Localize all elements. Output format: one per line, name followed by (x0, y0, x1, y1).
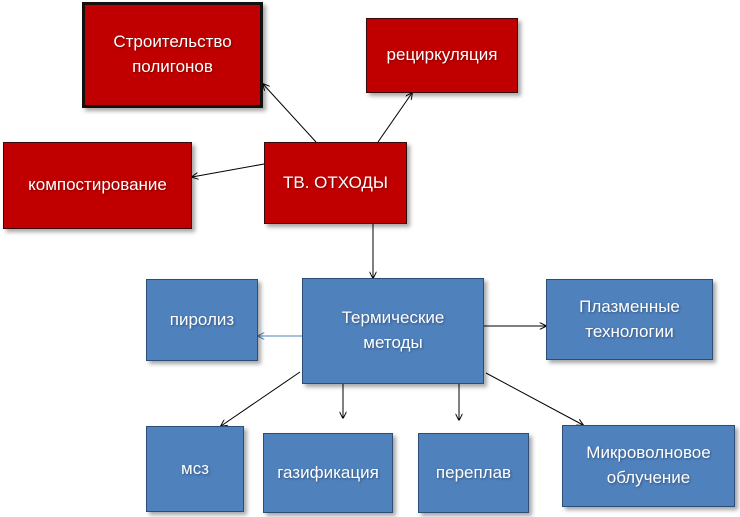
node-pyrolysis: пиролиз (146, 279, 258, 361)
arrow-to-msz (221, 371, 301, 426)
arrow-to-recycling (377, 93, 412, 143)
node-thermal-methods: Термические методы (302, 278, 484, 384)
arrow-to-microwave (485, 372, 583, 425)
node-msz: мсз (146, 426, 244, 512)
node-solid-waste: ТВ. ОТХОДЫ (264, 142, 407, 224)
node-composting: компостирование (3, 142, 192, 229)
node-microwave: Микроволновое облучение (562, 425, 735, 507)
node-remelting: переплав (418, 433, 529, 513)
node-recycling: рециркуляция (366, 18, 518, 93)
node-gasification: газификация (263, 433, 393, 513)
node-construction: Строительство полигонов (82, 2, 263, 108)
arrow-to-construction (263, 84, 317, 143)
node-plasma: Плазменные технологии (546, 279, 713, 360)
arrow-to-composting (192, 163, 265, 177)
